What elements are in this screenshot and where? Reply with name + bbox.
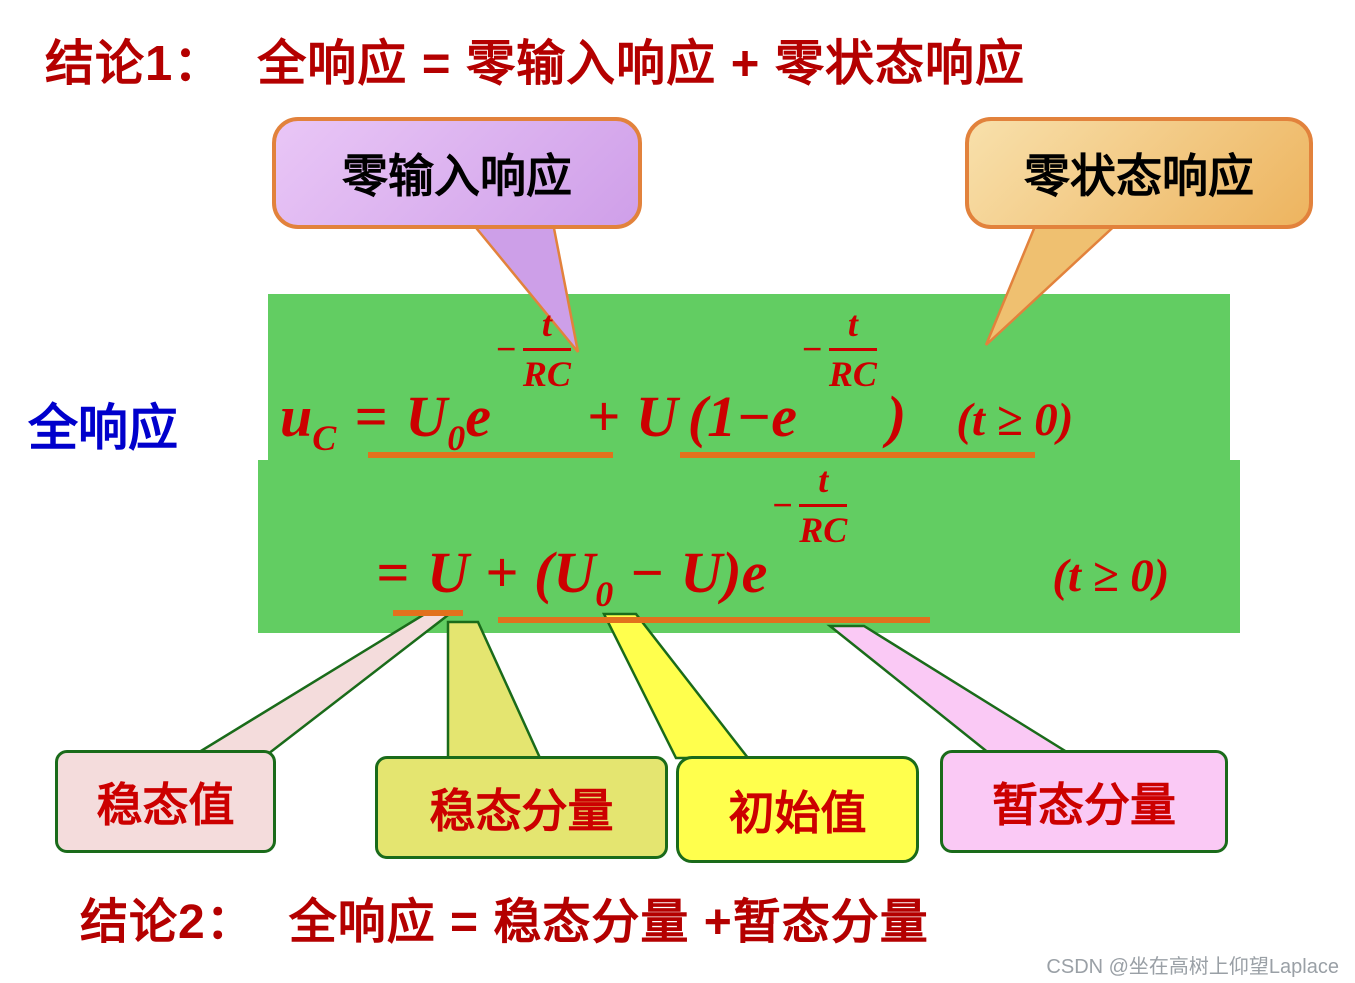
conclusion1-heading: 结论1： 全响应 = 零输入响应 + 零状态响应: [45, 24, 1025, 95]
zero-state-callout: 零状态响应: [965, 117, 1313, 229]
fraction-denominator: RC: [828, 354, 877, 394]
euler-e: e: [771, 384, 798, 449]
exponent-minus: −: [801, 329, 823, 369]
term-u0: U: [405, 384, 448, 449]
close-paren: ): [886, 384, 907, 449]
term-u0-subscript: 0: [595, 574, 614, 614]
initial-value-box: 初始值: [676, 756, 919, 863]
plus-sign: +: [586, 384, 620, 449]
formula-line2: = U + ( U 0 − U ) e − t RC (t ≥ 0): [358, 462, 1170, 612]
formula-line1: u C = U 0 e − t RC + U (1− e − t RC ) (t…: [280, 306, 1074, 456]
open-paren: (1−: [687, 384, 772, 449]
fraction-denominator: RC: [799, 510, 848, 550]
plus-sign: +: [484, 540, 519, 605]
var-u: u: [280, 384, 313, 449]
underline-transient-term: [498, 617, 930, 623]
exponent-minus: −: [494, 329, 517, 369]
initial-value-connector: [601, 612, 751, 760]
exponent-1: − t RC: [495, 306, 571, 392]
steady-value-text: 稳态值: [96, 778, 235, 831]
term-u: U: [680, 540, 723, 605]
zero-state-callout-text: 零状态响应: [1024, 150, 1254, 202]
fraction-denominator: RC: [522, 354, 571, 394]
conclusion2-text: 全响应 = 稳态分量 +暂态分量: [288, 896, 929, 949]
initial-value-text: 初始值: [728, 786, 867, 839]
term-u: U: [635, 384, 678, 449]
conclusion2-label: 结论2：: [80, 896, 255, 949]
fraction-numerator: t: [799, 462, 848, 507]
exponent-minus: −: [771, 485, 794, 525]
term-u-steady: U: [427, 540, 469, 605]
equals-sign: =: [354, 384, 388, 449]
formula-panel-top: [268, 294, 1230, 460]
minus-sign: −: [629, 540, 665, 605]
exponent-3: − t RC: [771, 462, 848, 550]
transient-component-text: 暂态分量: [992, 778, 1176, 831]
conclusion2-heading: 结论2： 全响应 = 稳态分量 +暂态分量: [80, 882, 929, 952]
underline-steady-term: [393, 610, 463, 616]
steady-value-connector: [191, 610, 456, 756]
close-paren: ): [722, 540, 742, 605]
underline-zero-state-term: [680, 452, 1035, 458]
full-response-label: 全响应: [28, 400, 178, 456]
conclusion1-text: 全响应 = 零输入响应 + 零状态响应: [257, 37, 1025, 91]
underline-zero-input-term: [368, 452, 613, 458]
term-u0: U: [553, 540, 596, 605]
term-u0-subscript: 0: [447, 418, 466, 458]
watermark: CSDN @坐在高树上仰望Laplace: [1046, 956, 1339, 978]
formula-panel-bottom: [258, 460, 1240, 633]
zero-input-callout: 零输入响应: [272, 117, 642, 229]
exponent-fraction: t RC: [522, 306, 571, 394]
euler-e: e: [465, 384, 491, 449]
exponent-2: − t RC: [801, 306, 877, 392]
var-u-subscript: C: [312, 418, 337, 458]
domain-condition: (t ≥ 0): [1052, 550, 1170, 602]
fraction-numerator: t: [828, 306, 877, 351]
exponent-fraction: t RC: [828, 306, 877, 394]
exponent-fraction: t RC: [799, 462, 848, 550]
steady-component-connector: [446, 620, 542, 760]
equals-sign: =: [376, 540, 410, 605]
steady-value-box: 稳态值: [55, 750, 276, 853]
domain-condition: (t ≥ 0): [956, 394, 1074, 446]
euler-e: e: [741, 540, 768, 605]
transient-component-connector: [826, 624, 1075, 756]
steady-component-box: 稳态分量: [375, 756, 668, 859]
conclusion1-label: 结论1：: [45, 37, 224, 91]
transient-component-box: 暂态分量: [940, 750, 1228, 853]
steady-component-text: 稳态分量: [429, 784, 614, 837]
open-paren: (: [534, 540, 554, 605]
zero-input-callout-text: 零输入响应: [342, 150, 572, 202]
fraction-numerator: t: [522, 306, 571, 351]
